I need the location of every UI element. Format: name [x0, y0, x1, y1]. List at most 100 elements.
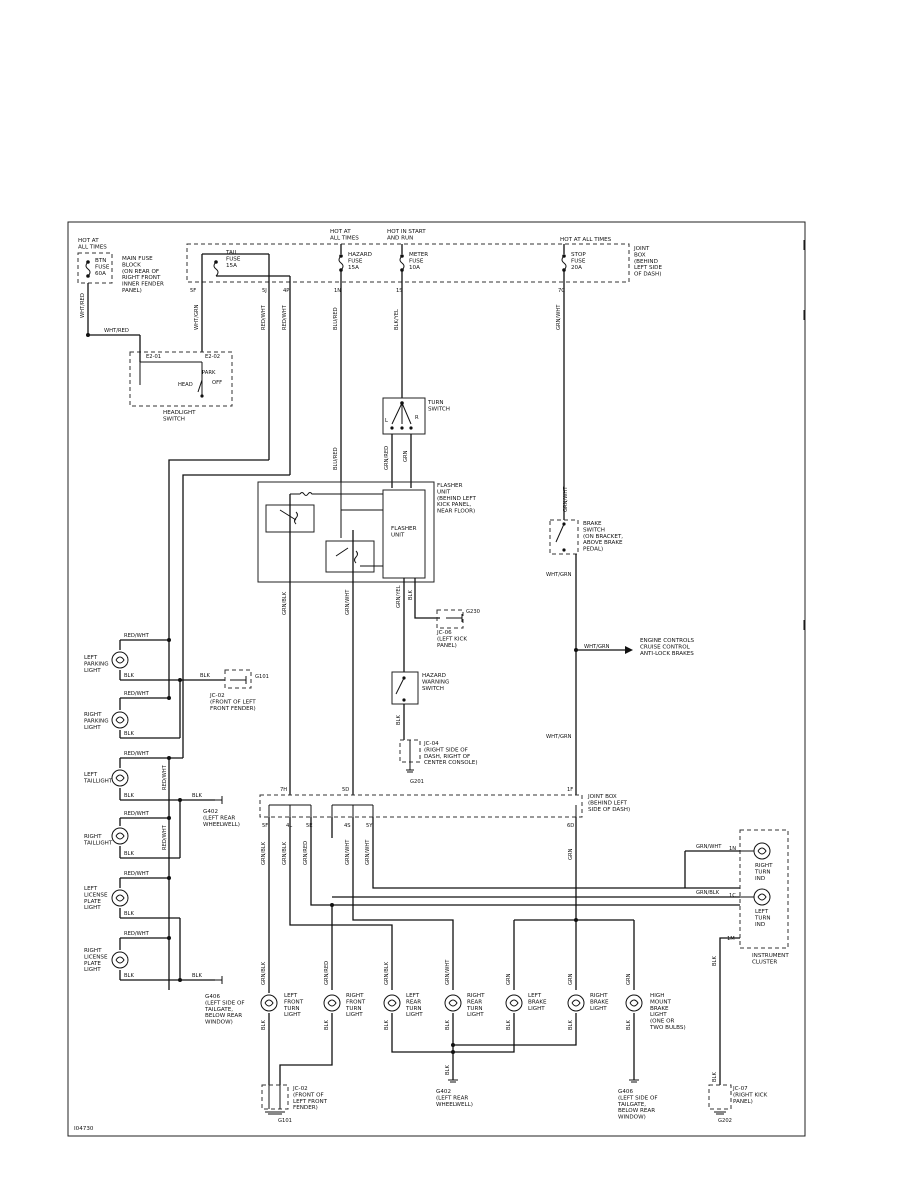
wire-label-grn-wht-bs: GRN/WHT — [563, 486, 569, 512]
wire-label-red-wht-1: RED/WHT — [261, 304, 267, 330]
bl-wire-bottom-3: BLK — [445, 1020, 451, 1030]
g230-label: G230 — [466, 609, 480, 615]
pin-5y: 5Y — [366, 823, 373, 829]
left-license-wire-top: RED/WHT — [124, 871, 150, 877]
wire-label-grn-blk-ic: GRN/BLK — [696, 890, 720, 896]
left-parking-wire-top: RED/WHT — [124, 633, 150, 639]
wire-label-wht-red: WHT/RED — [80, 293, 86, 318]
jb-wire-1: GRN/BLK — [282, 841, 288, 865]
bl-wire-top-4: GRN — [506, 973, 512, 985]
wire-label-wht-red-2: WHT/RED — [104, 328, 129, 334]
bl-wire-bottom-6: BLK — [626, 1020, 632, 1030]
pin-6d: 6D — [567, 823, 574, 829]
wire-label-grn-blk-fl: GRN/BLK — [282, 591, 288, 615]
wire-label-blk-g402: BLK — [192, 793, 202, 799]
wire-label-grn-yel-fl: GRN/YEL — [396, 585, 402, 608]
wire-label-grn-wht-ic: GRN/WHT — [696, 844, 722, 850]
g201-label: G201 — [410, 779, 424, 785]
pin-1f: 1F — [567, 787, 573, 793]
diagram-frame — [67, 221, 806, 1137]
left-license-wire-bottom: BLK — [124, 911, 134, 917]
right-tail-wire-top: RED/WHT — [124, 811, 150, 817]
hot-label-right: HOT AT ALL TIMES — [560, 237, 612, 243]
bl-wire-bottom-5: BLK — [568, 1020, 574, 1030]
pin-1m-ic: 1M — [727, 936, 735, 942]
wire-label-blk-hz: BLK — [396, 715, 402, 725]
wire-label-wht-grn-bs: WHT/GRN — [546, 572, 572, 578]
connector-5f-top: 5F — [190, 288, 196, 294]
jb-wire-2: GRN/RED — [303, 841, 309, 865]
right-parking-wire-bottom: BLK — [124, 731, 134, 737]
wire-label-wht-grn-lower: WHT/GRN — [546, 734, 572, 740]
bl-wire-bottom-0: BLK — [261, 1020, 267, 1030]
connector-7c: 7C — [558, 288, 565, 294]
wire-label-blk-g101: BLK — [200, 673, 210, 679]
wire-label-blu-red: BLU/RED — [333, 307, 339, 330]
pin-4l: 4L — [286, 823, 292, 829]
bl-wire-top-5: GRN — [568, 973, 574, 985]
blk-g402-bottom: BLK — [445, 1065, 451, 1075]
bl-wire-top-3: GRN/WHT — [445, 959, 451, 985]
wire-label-wht-grn: WHT/GRN — [194, 304, 200, 330]
off-position: OFF — [212, 380, 222, 386]
wire-label-grn-wht: GRN/WHT — [556, 304, 562, 330]
connector-4p: 4P — [283, 288, 289, 294]
figure-id: I04730 — [74, 1126, 94, 1132]
wire-label-blk-g406: BLK — [192, 973, 202, 979]
pin-5e: 5E — [306, 823, 313, 829]
wire-label-red-wht-2: RED/WHT — [282, 304, 288, 330]
connector-1n: 1N — [334, 288, 341, 294]
bl-wire-top-6: GRN — [626, 973, 632, 985]
wire-label-wht-grn-ec: WHT/GRN — [584, 644, 610, 650]
bl-wire-bottom-2: BLK — [384, 1020, 390, 1030]
left-tail-wire-bottom: BLK — [124, 793, 134, 799]
jb-wire-0: GRN/BLK — [261, 841, 267, 865]
head-position: HEAD — [178, 382, 193, 388]
bl-wire-top-0: GRN/BLK — [261, 961, 267, 985]
wire-label-grn-ts: GRN — [403, 450, 409, 462]
jb-wire-3: GRN/WHT — [345, 839, 351, 865]
g202-label: G202 — [718, 1118, 732, 1124]
pin-7h: 7H — [280, 787, 287, 793]
wire-label-blk-fl: BLK — [408, 590, 414, 600]
